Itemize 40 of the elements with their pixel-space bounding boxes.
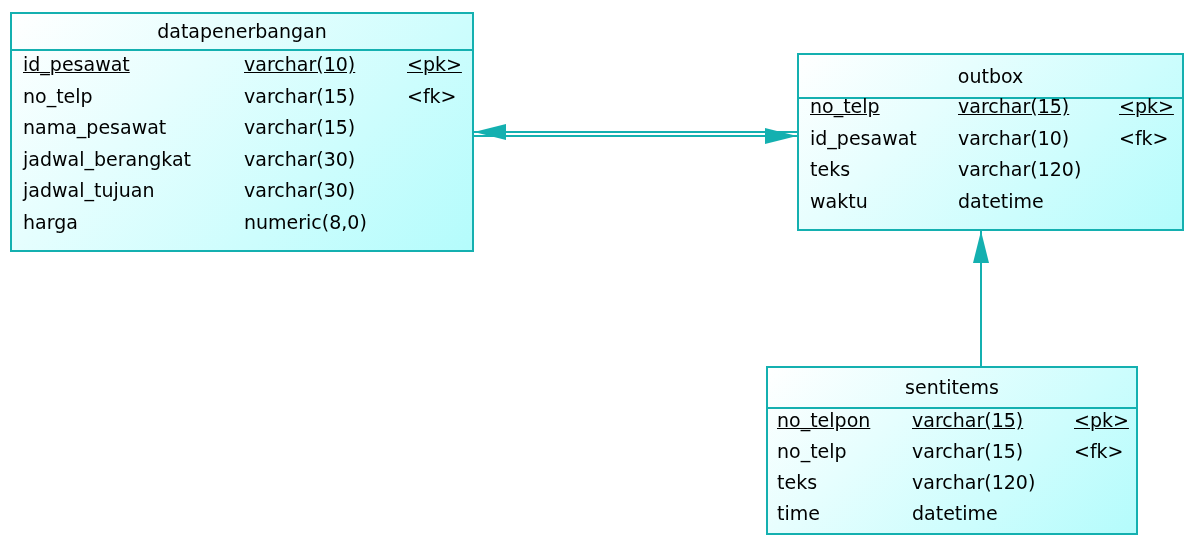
column-type: datetime — [958, 189, 1044, 212]
column-name: id_pesawat — [23, 53, 130, 75]
column-name: nama_pesawat — [23, 116, 167, 139]
column-type: varchar(30) — [244, 147, 356, 170]
relationship-arrow — [473, 128, 798, 144]
column-type: varchar(15) — [912, 409, 1024, 431]
column-type: varchar(15) — [912, 440, 1024, 462]
column-type: datetime — [912, 502, 998, 524]
column-name: no_telp — [23, 84, 93, 107]
entity-table — [10, 12, 474, 252]
column-name: teks — [810, 158, 851, 181]
table-title: outbox — [799, 55, 1182, 99]
table-title: sentitems — [768, 368, 1136, 409]
column-name: time — [777, 502, 820, 524]
column-type: varchar(120) — [958, 158, 1082, 181]
column-type: numeric(8,0) — [244, 211, 367, 233]
relationship-arrow — [973, 230, 989, 367]
column-name: id_pesawat — [810, 126, 917, 149]
column-name: no_telpon — [777, 409, 871, 431]
column-name: harga — [23, 211, 78, 233]
column-type: varchar(15) — [244, 116, 356, 139]
column-name: jadwal_berangkat — [23, 147, 191, 170]
key-marker: <fk> — [407, 84, 457, 107]
key-marker: <pk> — [1074, 409, 1129, 431]
relationship-arrow — [473, 124, 798, 140]
column-name: teks — [777, 471, 818, 493]
column-type: varchar(10) — [244, 53, 356, 75]
table-title: datapenerbangan — [12, 14, 472, 51]
entity-table — [766, 366, 1138, 535]
column-type: varchar(120) — [912, 471, 1036, 493]
column-type: varchar(10) — [958, 126, 1070, 149]
key-marker: <fk> — [1074, 440, 1124, 462]
column-type: varchar(15) — [244, 84, 356, 107]
column-type: varchar(30) — [244, 179, 356, 202]
key-marker: <pk> — [407, 53, 462, 75]
key-marker: <fk> — [1119, 126, 1169, 149]
column-name: waktu — [810, 189, 868, 212]
column-name: no_telp — [777, 440, 847, 462]
column-name: jadwal_tujuan — [23, 179, 155, 202]
entity-table — [797, 53, 1184, 231]
